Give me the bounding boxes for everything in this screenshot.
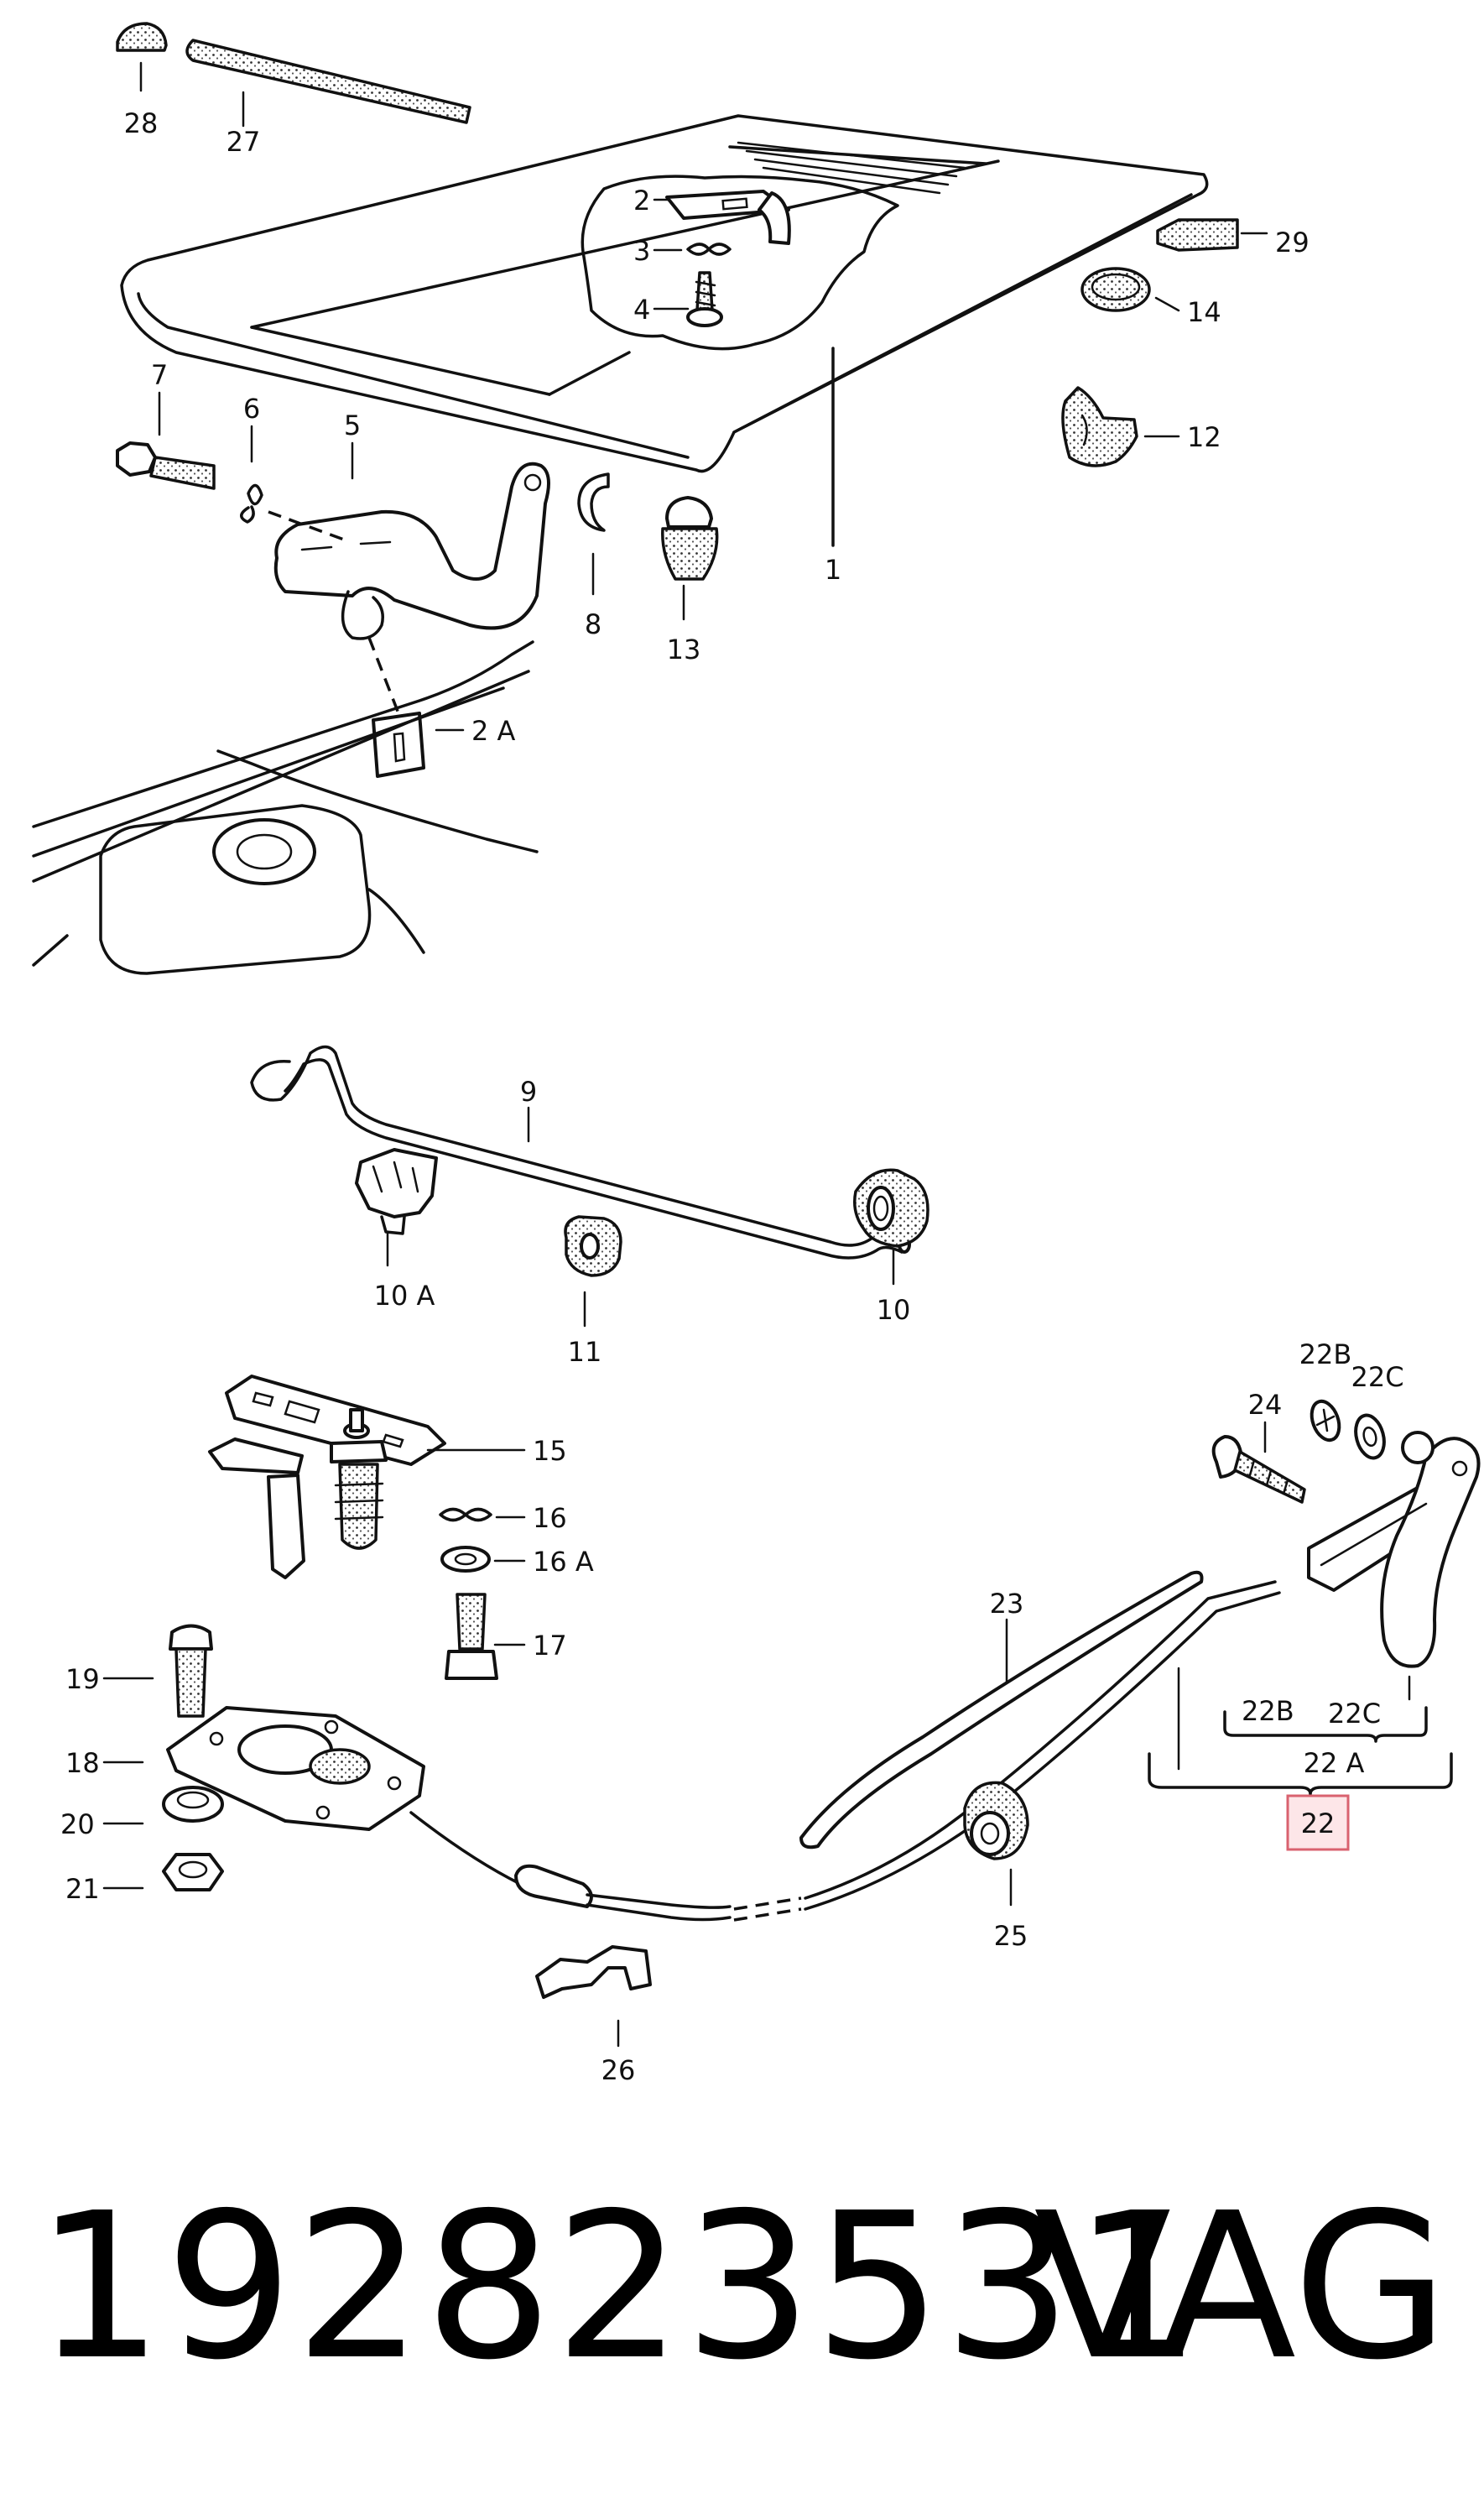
grommet-25: [963, 1781, 1029, 1860]
washer-22c-part: [1354, 1413, 1386, 1460]
screw-24: [1211, 1435, 1306, 1504]
callout-16a: 16 A: [533, 1546, 594, 1578]
callout-22b: 22B: [1242, 1695, 1294, 1727]
lock-plate-18: [166, 1706, 425, 1831]
callout-4: 4: [633, 294, 650, 326]
callout-17: 17: [533, 1630, 567, 1662]
spring-washer-20: [162, 1786, 224, 1823]
callout-brackets-22: [1148, 1706, 1453, 1796]
clip-16: [439, 1507, 492, 1522]
hinge-bolt-7: [116, 441, 216, 490]
callout-14: 14: [1187, 296, 1221, 328]
grommet-10: [853, 1168, 929, 1248]
hood-panel: [120, 114, 1209, 547]
buffer-28: [116, 22, 168, 52]
callout-1: 1: [825, 554, 841, 586]
callout-22b-top: 22B: [1299, 1338, 1352, 1370]
callout-9: 9: [520, 1076, 537, 1108]
callout-11: 11: [568, 1336, 602, 1368]
callout-6: 6: [243, 393, 260, 425]
bolt-19: [169, 1624, 213, 1718]
clip-12: [1061, 386, 1138, 467]
clip-10a: [355, 1148, 438, 1235]
nut-21: [162, 1853, 224, 1891]
callout-18: 18: [65, 1747, 100, 1779]
clip-26: [535, 1945, 652, 1999]
sleeve-23: [799, 1570, 1204, 1849]
lock-15: [208, 1375, 446, 1579]
callout-21: 21: [65, 1873, 100, 1905]
bush-11: [564, 1215, 622, 1277]
callout-13: 13: [667, 634, 701, 665]
callout-22a: 22 A: [1304, 1747, 1365, 1779]
washer-22b-part: [1310, 1399, 1341, 1443]
callout-2a: 2 A: [471, 715, 516, 747]
engine-bay-outline: [32, 640, 539, 975]
buffer-29: [1156, 218, 1239, 252]
callout-12: 12: [1187, 421, 1221, 453]
callout-28: 28: [124, 107, 159, 139]
part-number: 192823531: [35, 2169, 1204, 2404]
seal-strip-27: [185, 39, 471, 124]
callout-20: 20: [60, 1808, 95, 1840]
callout-23: 23: [990, 1588, 1024, 1620]
brand-name: VAG: [1034, 2169, 1449, 2404]
callout-22c-top: 22C: [1351, 1361, 1403, 1393]
callout-26: 26: [601, 2054, 636, 2086]
callout-19: 19: [65, 1663, 100, 1695]
callout-22: 22: [1301, 1808, 1336, 1839]
callout-24: 24: [1248, 1389, 1283, 1421]
callout-16: 16: [533, 1502, 567, 1534]
callout-22c: 22C: [1328, 1698, 1381, 1729]
callout-8: 8: [585, 608, 601, 640]
washer-6: [240, 483, 263, 524]
callout-29: 29: [1275, 227, 1310, 258]
plug-14: [1080, 267, 1151, 312]
release-lever-22a: [1307, 1431, 1481, 1668]
highlight-box-22: [1286, 1794, 1350, 1851]
buffer-13: [661, 496, 719, 581]
callout-10a: 10 A: [374, 1280, 435, 1312]
circlip-8: [577, 472, 610, 532]
leader-lines: [102, 61, 1411, 2048]
hood-vent-slots: [737, 141, 966, 195]
callout-7: 7: [151, 359, 168, 391]
bracket-2a: [372, 712, 425, 778]
callout-27: 27: [227, 126, 261, 158]
callout-5: 5: [344, 410, 361, 441]
bolt-17: [445, 1593, 498, 1680]
callout-15: 15: [533, 1435, 567, 1467]
parts-diagram: 28 27 29 14 12 2 3 4 1 7 6 5 8 13 2 A 9 …: [32, 22, 1481, 2086]
callout-10: 10: [877, 1294, 911, 1326]
callout-25: 25: [994, 1920, 1028, 1952]
callout-3: 3: [633, 235, 650, 267]
callout-2: 2: [633, 185, 650, 217]
washer-16a: [440, 1546, 491, 1573]
hinge-dash-lines: [268, 510, 400, 714]
hinge-5: [273, 462, 550, 640]
callout-numbers: 28 27 29 14 12 2 3 4 1 7 6 5 8 13 2 A 9 …: [60, 107, 1404, 2086]
